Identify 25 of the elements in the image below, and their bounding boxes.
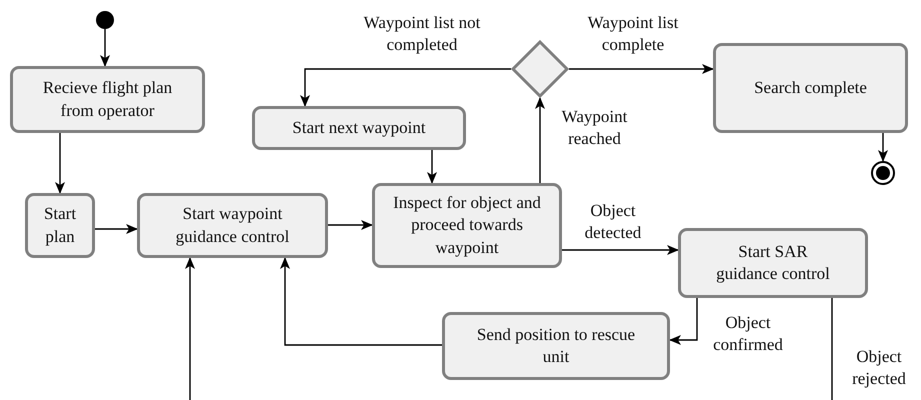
action-box: Search complete — [713, 43, 908, 133]
action-box: Start waypoint guidance control — [137, 193, 328, 258]
arrow — [95, 224, 138, 234]
arrow — [878, 133, 888, 162]
action-box: Start SAR guidance control — [678, 228, 868, 298]
arrow — [280, 257, 442, 346]
arrow — [185, 257, 195, 400]
arrow — [328, 220, 373, 230]
action-box: Inspect for object and proceed towards waypoint — [372, 183, 562, 268]
arrow — [100, 29, 110, 67]
connector-line — [831, 298, 833, 400]
action-box: Send position to rescue unit — [442, 312, 670, 380]
arrow — [669, 298, 698, 345]
decision-diamond — [511, 40, 569, 98]
action-box: Start next waypoint — [252, 106, 466, 150]
action-box: Start plan — [25, 193, 95, 258]
initial-node — [96, 11, 114, 29]
arrow — [562, 245, 679, 255]
arrow — [535, 97, 545, 183]
action-box: Recieve flight plan from operator — [10, 66, 205, 133]
arrow — [55, 133, 65, 194]
final-node — [871, 161, 895, 185]
arrow — [427, 150, 437, 184]
arrow — [300, 68, 511, 107]
arrow — [569, 64, 714, 74]
